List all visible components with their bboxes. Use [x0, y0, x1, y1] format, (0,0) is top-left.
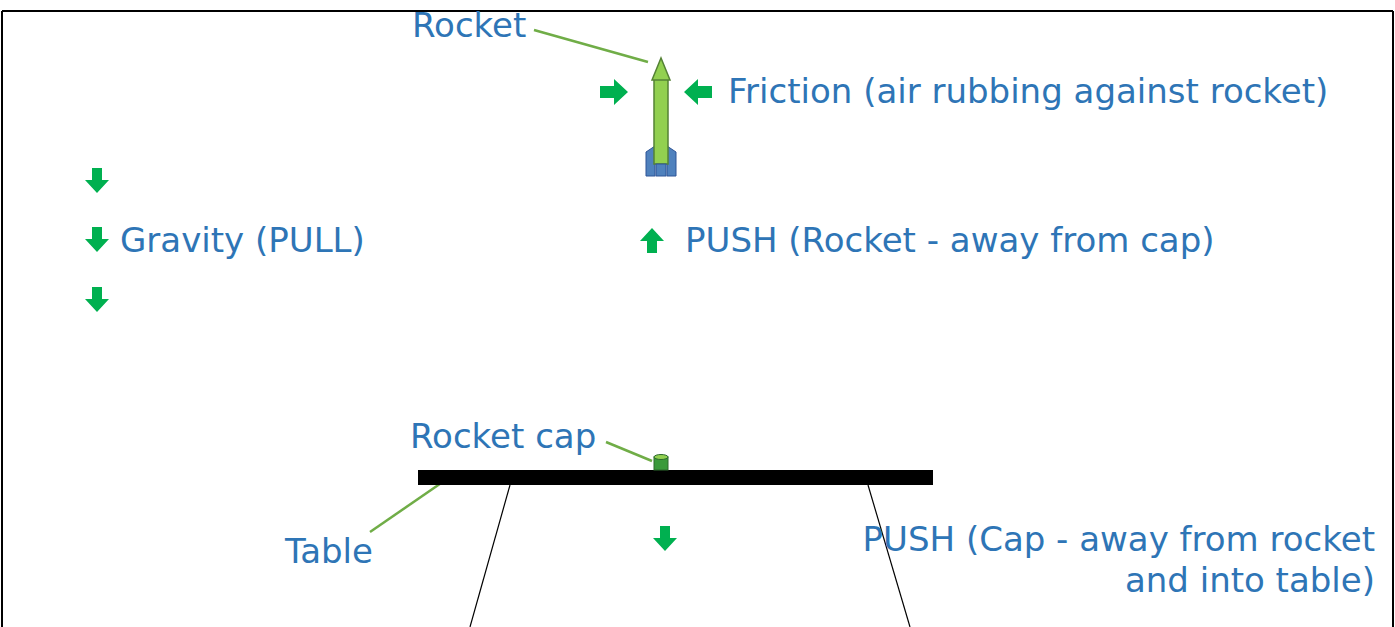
frame-line — [2, 10, 1393, 12]
force-label: PUSH (Cap - away from rocket and into ta… — [825, 519, 1375, 601]
rocket-figure — [646, 58, 676, 176]
push-up-arrow — [640, 228, 664, 253]
part-label: Rocket — [412, 5, 526, 46]
leader-line — [606, 442, 652, 461]
frame-line — [1, 11, 3, 627]
part-label: Rocket cap — [410, 416, 596, 457]
force-label: PUSH (Rocket - away from cap) — [685, 220, 1215, 261]
table-figure — [418, 470, 933, 627]
frame-line — [1392, 11, 1394, 627]
gravity-arrows — [85, 168, 109, 312]
part-label: Table — [285, 531, 373, 572]
force-label: Gravity (PULL) — [120, 220, 365, 261]
leader-line — [534, 30, 648, 62]
rocket-cap-figure — [654, 455, 668, 471]
leader-line — [370, 479, 447, 532]
force-label: Friction (air rubbing against rocket) — [728, 71, 1328, 112]
push-down-arrow — [653, 526, 677, 551]
friction-arrows — [600, 79, 712, 105]
